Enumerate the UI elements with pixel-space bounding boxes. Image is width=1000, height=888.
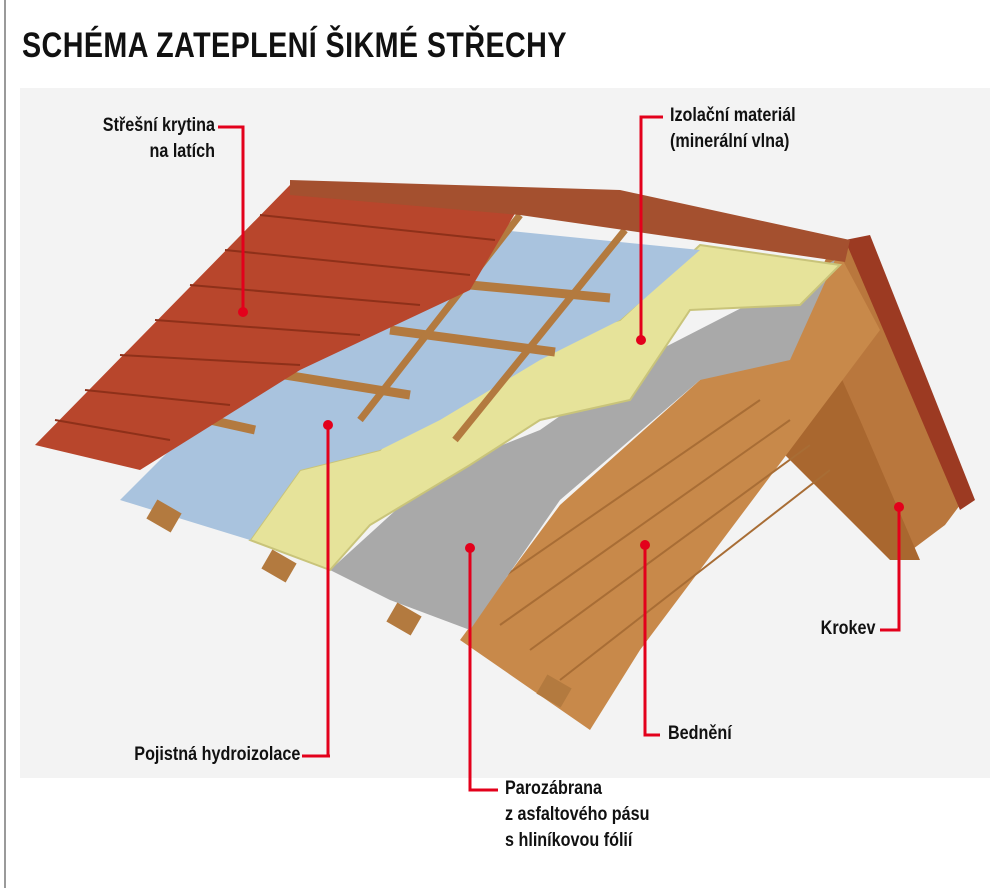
label-roofing-line2: na latích <box>149 141 215 162</box>
label-vapor-barrier-line2: z asfaltového pásu <box>505 804 650 825</box>
leader-vapor-barrier <box>468 548 498 792</box>
leader-rafter <box>880 507 901 632</box>
diagram-title: SCHÉMA ZATEPLENÍ ŠIKMÉ STŘECHY <box>22 26 567 65</box>
label-roofing-line1: Střešní krytina <box>102 115 215 136</box>
label-insulation: Izolační materiál (minerální vlna) <box>670 103 796 155</box>
page-edge-line <box>4 0 6 888</box>
gable-tiles-edge <box>845 235 975 510</box>
label-rafter: Krokev <box>820 616 875 642</box>
label-roofing: Střešní krytina na latích <box>103 113 215 165</box>
label-boarding: Bednění <box>668 721 732 747</box>
ridge-beam <box>290 180 850 262</box>
label-insulation-line2: (minerální vlna) <box>670 131 790 152</box>
membrane-foil-layer <box>120 230 700 540</box>
leader-roofing <box>218 125 245 312</box>
leader-boarding <box>643 545 660 737</box>
label-vapor-barrier: Parozábrana z asfaltového pásu s hliníko… <box>505 776 650 854</box>
leader-dots <box>238 307 904 553</box>
rafter-ends <box>146 499 572 708</box>
label-membrane-line1: Pojistná hydroizolace <box>133 744 300 765</box>
leader-insulation <box>639 115 663 340</box>
label-insulation-line1: Izolační materiál <box>670 105 796 126</box>
label-rafter-line1: Krokev <box>820 618 875 639</box>
label-membrane: Pojistná hydroizolace <box>134 742 300 768</box>
vapor-barrier-layer <box>330 260 835 630</box>
label-boarding-line1: Bednění <box>668 723 732 744</box>
roof-tiles <box>35 185 520 470</box>
label-vapor-barrier-line3: s hliníkovou fólií <box>505 830 633 851</box>
wooden-boarding <box>460 255 880 730</box>
label-vapor-barrier-line1: Parozábrana <box>505 778 602 799</box>
